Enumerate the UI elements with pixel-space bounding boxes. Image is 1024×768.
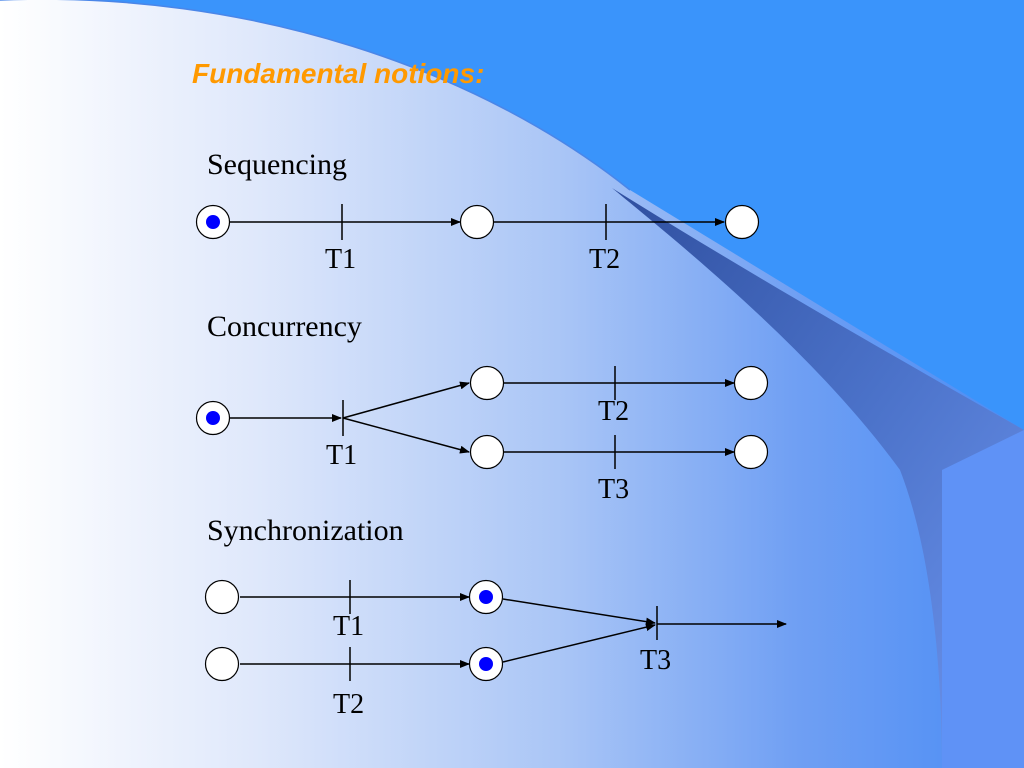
heading-sequencing: Sequencing (207, 148, 347, 181)
token (479, 590, 493, 604)
label-t3: T3 (598, 474, 629, 505)
place (469, 365, 505, 401)
arc (342, 417, 470, 454)
place (469, 434, 505, 470)
concurrency-net: T1 T2 T3 (195, 365, 769, 505)
token (479, 657, 493, 671)
heading-concurrency: Concurrency (207, 310, 362, 343)
place (733, 434, 769, 470)
label-t1: T1 (326, 440, 357, 471)
token (206, 411, 220, 425)
label-t2: T2 (589, 244, 620, 275)
label-t2: T2 (333, 689, 364, 720)
place (724, 204, 760, 240)
label-t3: T3 (640, 645, 671, 676)
heading-synchronization: Synchronization (207, 514, 404, 547)
arc (342, 381, 470, 419)
label-t1: T1 (333, 611, 364, 642)
sequencing-net: T1 T2 (195, 204, 760, 275)
background-curve (0, 0, 1024, 430)
label-t2: T2 (598, 396, 629, 427)
synchronization-net: T1 T2 T3 (204, 579, 787, 720)
place (459, 204, 495, 240)
place (204, 579, 240, 615)
arc (502, 623, 656, 663)
label-t1: T1 (325, 244, 356, 275)
place (204, 646, 240, 682)
background-flap-edge (942, 430, 1024, 768)
background-curve-line (0, 0, 631, 191)
slide-title: Fundamental notions: (192, 58, 485, 89)
token (206, 215, 220, 229)
place (733, 365, 769, 401)
arc (502, 598, 656, 626)
